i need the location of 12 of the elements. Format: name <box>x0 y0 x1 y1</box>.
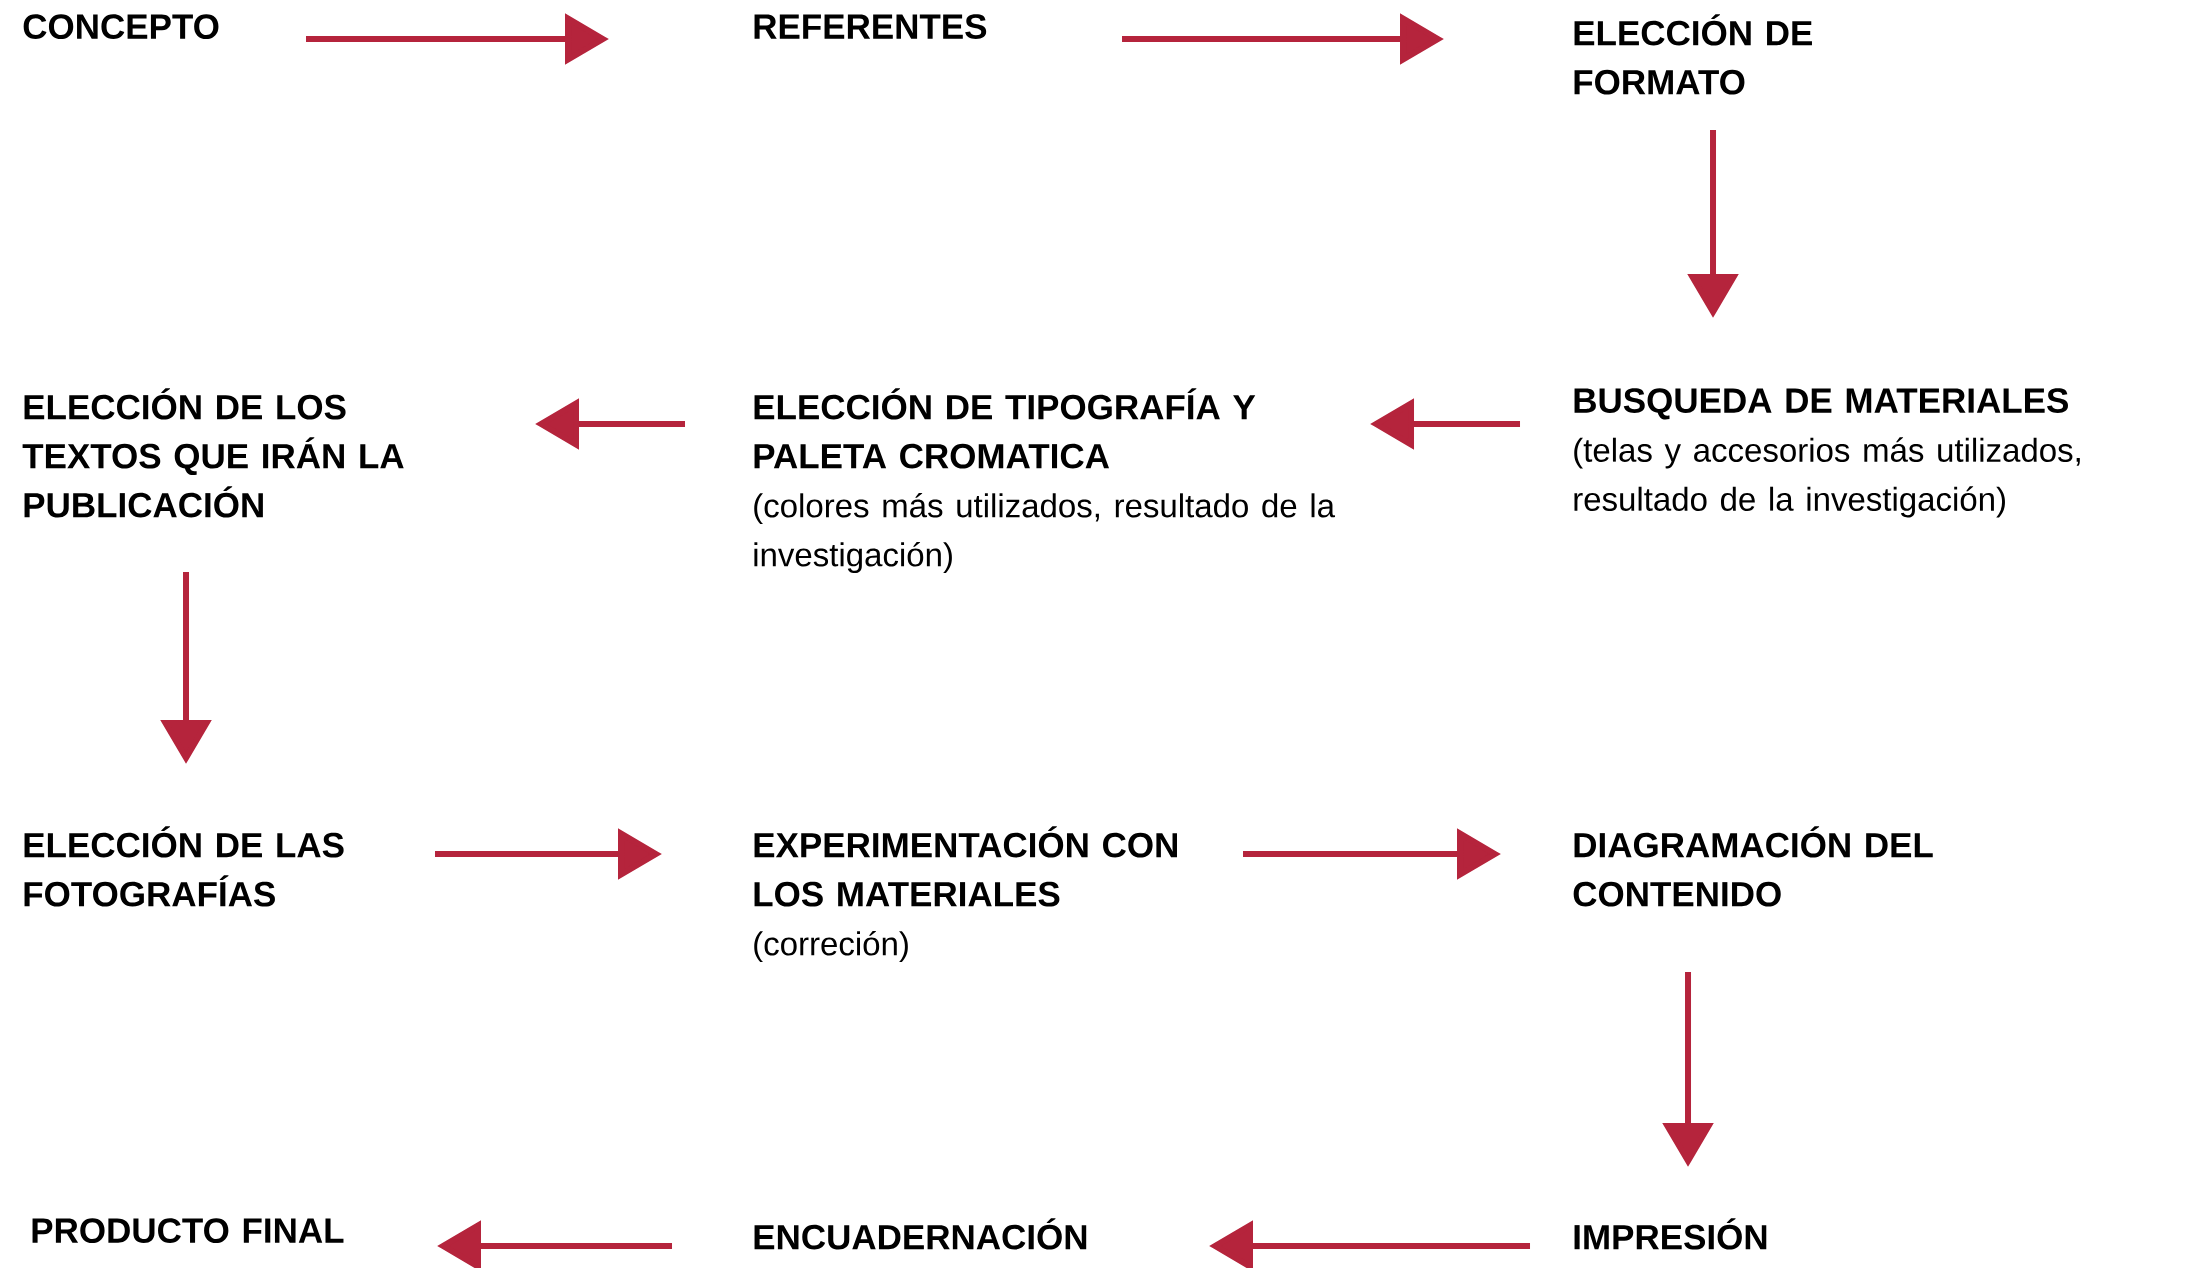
step-text: PRODUCTO FINAL <box>32 1218 344 1243</box>
step-text: ELECCIÓN DE LAS FOTOGRAFÍAS <box>24 826 344 907</box>
step-text: ENCUADERNACIÓN <box>754 1218 1087 1250</box>
step-text: ELECCIÓN DE TIPOGRAFÍA Y PALETA CROMATICA (colores más utilizados, resultado de la investigación) <box>754 388 1335 574</box>
step-text: EXPERIMENTACIÓN CON LOS MATERIALES (correción) <box>754 826 1177 963</box>
step-text: IMPRESIÓN <box>1574 1218 1767 1250</box>
step-text: CONCEPTO <box>23 14 219 39</box>
step-text: ELECCIÓN DE LOS TEXTOS QUE IRÁN LA PUBLICACIÓN <box>22 388 404 518</box>
step-text: BUSQUEDA DE MATERIALES (telas y accesorios más utilizados, resultado de la investigación) <box>1574 388 2080 518</box>
step-text: DIAGRAMACIÓN DEL CONTENIDO <box>1573 826 1933 907</box>
step-text: REFERENTES <box>754 14 987 39</box>
step-text: ELECCIÓN DE FORMATO <box>1574 14 1812 95</box>
